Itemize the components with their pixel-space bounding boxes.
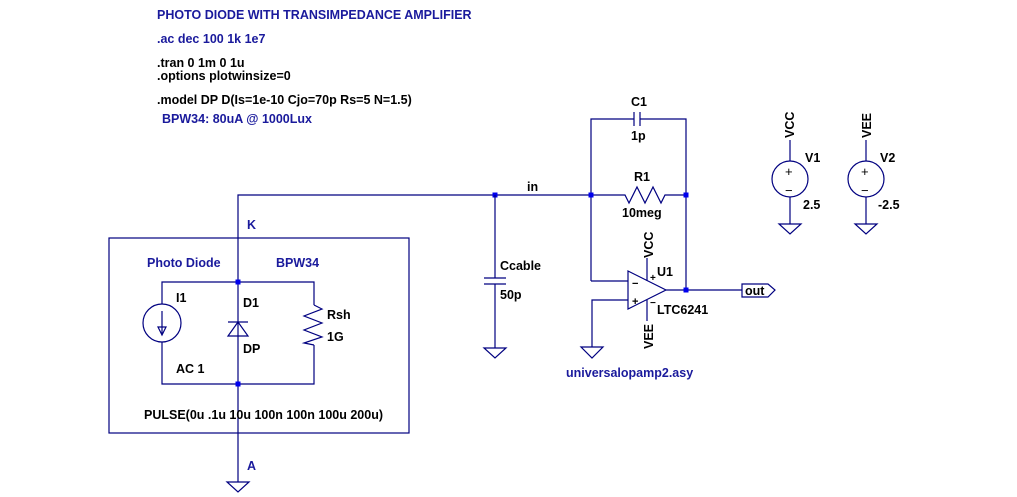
net-label-k[interactable]: K [247, 218, 256, 232]
junction-dot [235, 279, 241, 285]
model-directive[interactable]: .model DP D(Is=1e-10 Cjo=70p Rs=5 N=1.5) [157, 93, 412, 107]
wire-net-in[interactable] [237, 194, 591, 282]
diode-triangle-icon [226, 320, 250, 337]
junction-dot [235, 381, 241, 387]
wire-feedback-left[interactable] [590, 118, 634, 281]
junction-dot [683, 192, 689, 198]
d1-model[interactable]: DP [243, 342, 260, 356]
schematic-title[interactable]: PHOTO DIODE WITH TRANSIMPEDANCE AMPLIFIE… [157, 8, 472, 22]
ground-icon[interactable] [853, 223, 879, 235]
tran-directive[interactable]: .tran 0 1m 0 1u [157, 56, 245, 70]
wire-noninverting-input[interactable] [591, 299, 628, 347]
ground-icon[interactable] [579, 346, 605, 359]
current-source-circle [142, 303, 182, 343]
r1-ref[interactable]: R1 [634, 170, 650, 184]
i1-pulse-spec[interactable]: PULSE(0u .1u 10u 100n 100n 100u 200u) [144, 408, 383, 422]
net-label-in[interactable]: in [527, 180, 538, 194]
u1-part[interactable]: LTC6241 [657, 303, 708, 317]
v2-plus-sign: + [861, 164, 869, 179]
resistor-rsh[interactable] [301, 304, 324, 346]
net-label-a[interactable]: A [247, 459, 256, 473]
v1-value[interactable]: 2.5 [803, 198, 820, 212]
v1-minus-sign: − [785, 183, 793, 198]
r1-value[interactable]: 10meg [622, 206, 662, 220]
opamp-vcc-pin-sign: + [650, 273, 656, 284]
bpw34-note[interactable]: BPW34: 80uA @ 1000Lux [162, 112, 312, 126]
u1-ref[interactable]: U1 [657, 265, 673, 279]
photodiode-part-label: BPW34 [276, 256, 319, 270]
opamp-vcc-label[interactable]: VCC [642, 232, 656, 258]
resistor-r1[interactable] [591, 185, 686, 205]
junction-dot [683, 287, 689, 293]
junction-dot [588, 192, 594, 198]
c1-value[interactable]: 1p [631, 129, 646, 143]
rsh-ref[interactable]: Rsh [327, 308, 351, 322]
ccable-ref[interactable]: Ccable [500, 259, 541, 273]
ground-icon[interactable] [225, 481, 251, 493]
v1-plus-sign: + [785, 164, 793, 179]
net-flag-out[interactable] [741, 283, 776, 298]
opamp-minus-sign: − [632, 278, 638, 290]
i1-ref[interactable]: I1 [176, 291, 186, 305]
photodiode-block-outline[interactable] [108, 237, 410, 434]
c1-ref[interactable]: C1 [631, 95, 647, 109]
opamp-plus-sign: + [632, 296, 638, 308]
ccable-value[interactable]: 50p [500, 288, 522, 302]
options-directive[interactable]: .options plotwinsize=0 [157, 69, 291, 83]
i1-value[interactable]: AC 1 [176, 362, 205, 376]
wire-feedback-right[interactable] [640, 118, 687, 291]
current-source-i1[interactable] [142, 303, 182, 343]
ground-icon[interactable] [482, 347, 508, 359]
v2-minus-sign: − [861, 183, 869, 198]
down-arrow-icon [157, 326, 167, 337]
photodiode-block-label: Photo Diode [147, 256, 221, 270]
diode-d1[interactable] [226, 282, 250, 433]
opamp-vee-label[interactable]: VEE [642, 324, 656, 349]
v1-ref[interactable]: V1 [805, 151, 820, 165]
v2-value[interactable]: -2.5 [878, 198, 900, 212]
u1-symbol-name[interactable]: universalopamp2.asy [566, 366, 693, 380]
d1-ref[interactable]: D1 [243, 296, 259, 310]
rsh-value[interactable]: 1G [327, 330, 344, 344]
opamp-vee-pin-sign: − [650, 298, 656, 309]
v2-ref[interactable]: V2 [880, 151, 895, 165]
net-label-out[interactable]: out [745, 284, 765, 298]
v1-net-label[interactable]: VCC [783, 112, 797, 138]
ground-icon[interactable] [777, 223, 803, 235]
v2-net-label[interactable]: VEE [860, 113, 874, 138]
ac-directive[interactable]: .ac dec 100 1k 1e7 [157, 32, 265, 46]
